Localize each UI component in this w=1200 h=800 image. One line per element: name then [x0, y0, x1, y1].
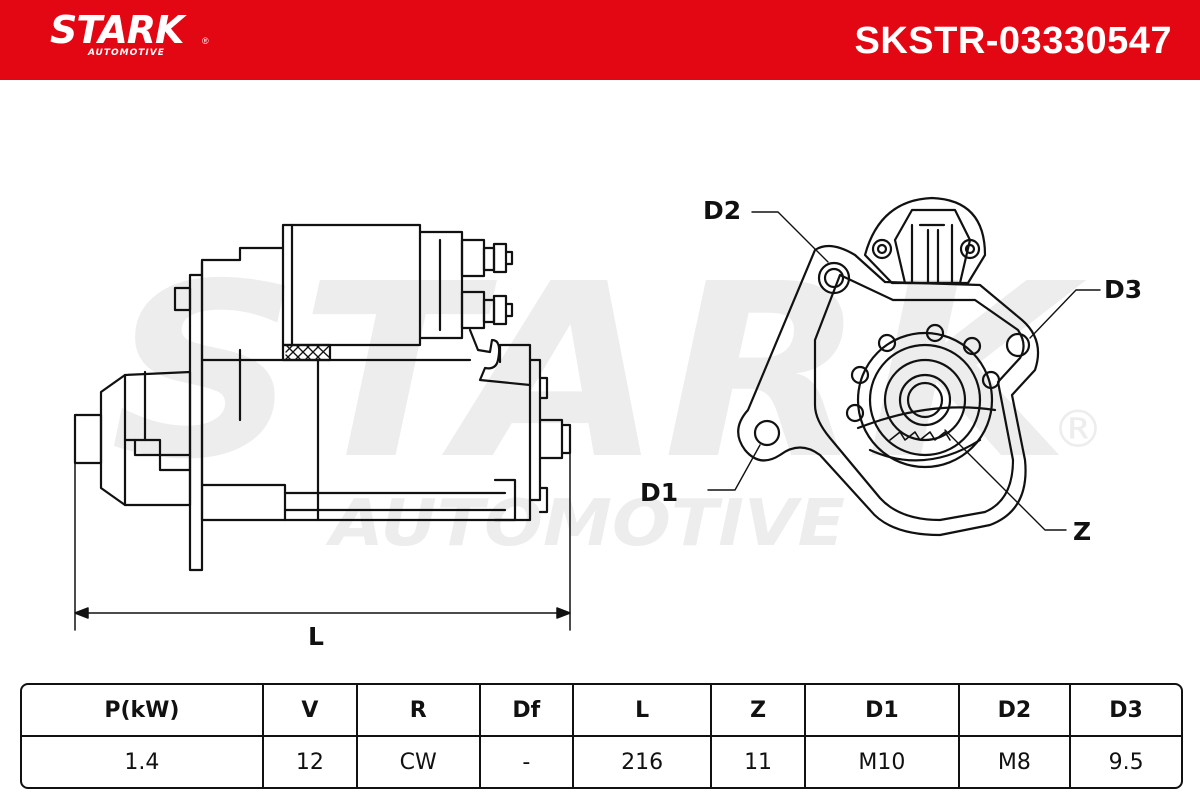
hole-d1	[753, 419, 781, 447]
label-z: Z	[1073, 517, 1092, 546]
spec-value-d2: M8	[960, 737, 1072, 787]
leader-lines	[707, 211, 1101, 531]
spec-value-length: 216	[574, 737, 713, 787]
spec-header-teeth: Z	[712, 685, 807, 737]
spec-header-d1: D1	[806, 685, 960, 737]
spec-header-voltage: V	[263, 685, 358, 737]
brand-subtitle: AUTOMOTIVE	[88, 48, 165, 58]
brand-name: STARK	[50, 8, 184, 52]
hole-d2	[817, 261, 851, 295]
spec-table: P(kW) V R Df L Z D1 D2 D3 1.4 12 CW - 21…	[20, 683, 1183, 789]
spec-value-row: 1.4 12 CW - 216 11 M10 M8 9.5	[22, 737, 1181, 787]
label-d2: D2	[703, 196, 742, 225]
solenoid-cap	[863, 196, 987, 285]
starter-motor-drawing	[73, 196, 1101, 631]
spec-header-d3: D3	[1071, 685, 1181, 737]
spec-value-power: 1.4	[22, 737, 264, 787]
spec-header-df: Df	[480, 685, 575, 737]
motor-body	[200, 260, 532, 522]
label-d3: D3	[1104, 275, 1143, 304]
spec-header-row: P(kW) V R Df L Z D1 D2 D3	[22, 685, 1181, 737]
label-length: L	[308, 622, 324, 651]
spec-value-rotation: CW	[358, 737, 481, 787]
mounting-flange	[188, 273, 204, 572]
pinion-gear	[845, 323, 1001, 469]
end-cap	[528, 358, 542, 502]
spec-header-d2: D2	[959, 685, 1072, 737]
mounting-flange-outline	[737, 244, 1040, 537]
label-d1: D1	[640, 478, 679, 507]
side-view	[73, 223, 572, 631]
hole-d3	[1005, 332, 1031, 358]
terminals	[460, 238, 532, 387]
dimension-length	[74, 452, 571, 631]
header-bar: STARK ® AUTOMOTIVE SKSTR-03330547	[0, 0, 1200, 80]
spec-header-length: L	[574, 685, 713, 737]
spec-value-d3: 9.5	[1108, 749, 1144, 775]
spec-header-power: P(kW)	[22, 685, 264, 737]
part-number: SKSTR-03330547	[854, 20, 1172, 62]
brand-registered-mark: ®	[202, 36, 209, 46]
spec-value-voltage: 12	[264, 737, 358, 787]
solenoid	[281, 223, 422, 347]
spec-value-teeth: 11	[712, 737, 807, 787]
brand-logo: STARK ® AUTOMOTIVE	[50, 8, 209, 58]
front-view	[707, 196, 1101, 537]
insulator-hatch	[285, 344, 331, 361]
spec-value-df: -	[481, 737, 575, 787]
spec-header-rotation: R	[357, 685, 481, 737]
spec-value-d1: M10	[806, 737, 960, 787]
pinion-nose	[73, 413, 103, 465]
